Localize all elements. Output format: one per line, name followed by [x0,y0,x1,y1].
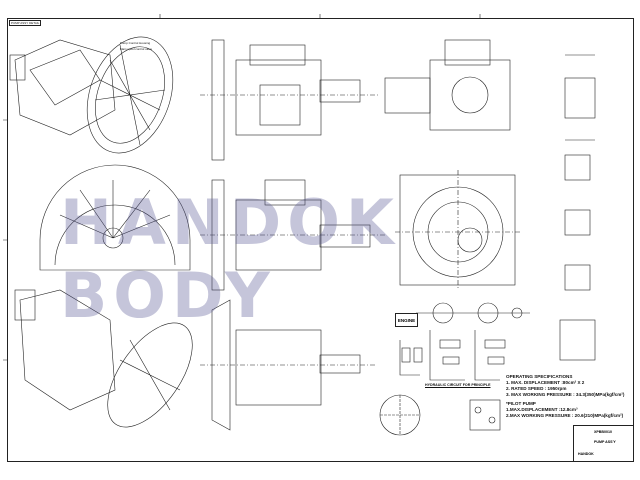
front-view-top [200,39,380,161]
spec-line: 1. MAX. DISPLACEMENT :80cm³ X 2 [506,380,585,385]
callout-label: Main spool control valve [120,47,153,51]
isometric-view-bottom [14,289,193,428]
flange-details [379,394,501,436]
spec-line: 2. RATED SPEED : 1950rpm [506,386,567,391]
detail-views-right [559,154,596,361]
side-view-top [384,39,596,141]
circuit-title: HYDRAULIC CIRCUIT FOR PRINCIPLE [425,383,491,387]
engine-block-label: ENGINE [395,313,418,327]
spec-line: 3. MAX WORKING PRESSURE : 34.3(350)MPa(k… [506,392,625,397]
front-view-bottom [200,299,375,431]
spec-heading: OPERATING SPECIFICATIONS [506,374,573,379]
drawing-number: XPBB0010 [594,430,612,434]
end-view-middle [395,170,520,290]
operating-specifications: OPERATING SPECIFICATIONS 1. MAX. DISPLAC… [506,374,624,419]
pilot-heading: *PILOT PUMP [506,401,536,406]
title-block: XPBB0010 PUMP ASS'Y HANDOK [573,425,634,462]
drawing-title: PUMP ASS'Y [594,440,616,444]
front-view-middle [200,179,385,291]
isometric-view-top [9,36,174,154]
callout-label: Pump Control Housing [120,41,151,45]
pilot-line: 2.MAX WORKING PRESSURE : 20.6(210)MPa(kg… [506,413,624,418]
company-name: HANDOK [578,452,594,456]
top-note-label: PUMP ASSY DETAIL [9,20,42,26]
pilot-line: 1.MAX.DISPLACEMENT :12.8cm³ [506,407,578,412]
watermark: HANDOK BODY [60,186,400,332]
hydraulic-circuit [399,302,530,381]
drawing-frame [7,18,634,462]
